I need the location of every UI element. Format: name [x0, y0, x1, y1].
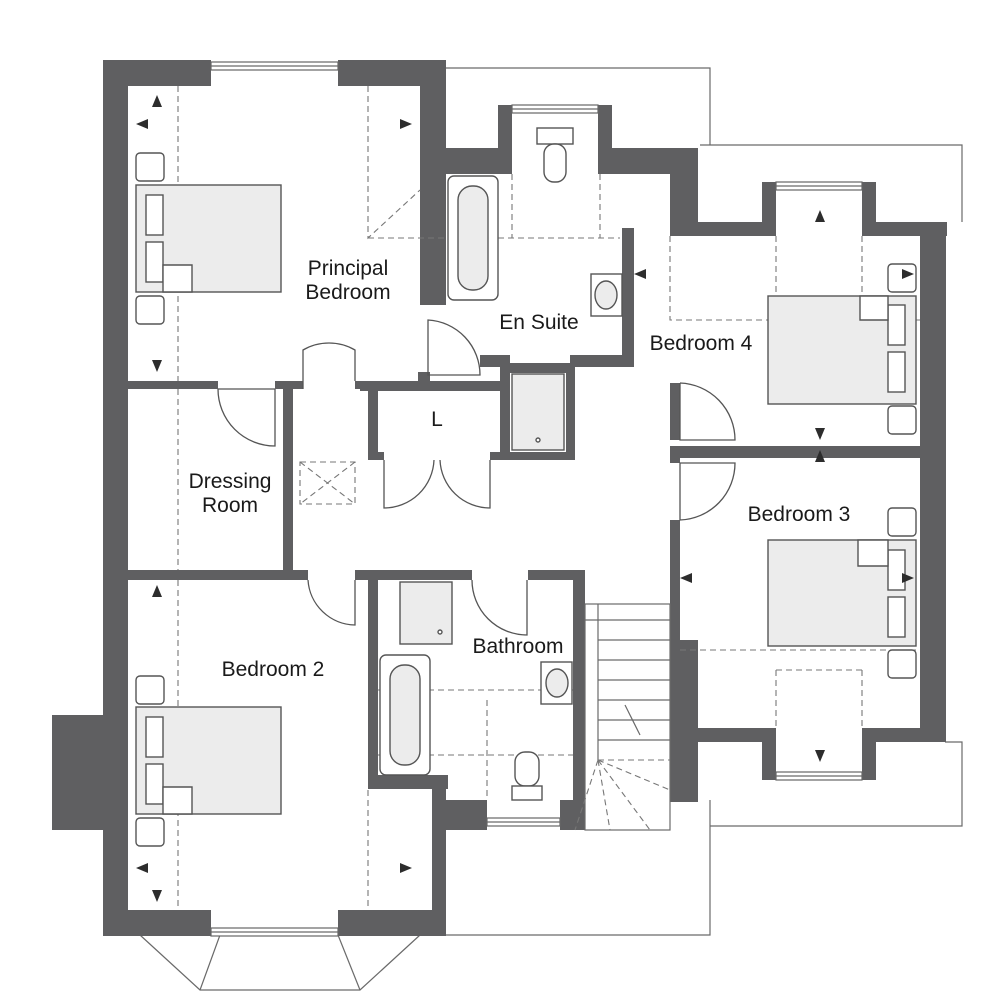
label-bedroom-4: Bedroom 4 [650, 332, 753, 355]
exterior-outlines [139, 67, 963, 991]
label-bathroom: Bathroom [472, 635, 563, 658]
label-bedroom-2: Bedroom 2 [222, 658, 325, 681]
label-principal-bedroom-line2: Bedroom [305, 281, 390, 304]
label-principal-bedroom-line1: Principal [308, 257, 389, 280]
dimension-arrows [136, 95, 914, 902]
label-bedroom-3: Bedroom 3 [748, 503, 851, 526]
doors [217, 319, 736, 636]
label-landing-cupboard: L [431, 408, 443, 431]
label-dressing-room-line1: Dressing [189, 470, 272, 493]
staircase [574, 603, 671, 831]
windows [210, 61, 863, 937]
label-en-suite: En Suite [499, 311, 578, 334]
beds [135, 152, 917, 847]
room-labels: Principal Bedroom En Suite Bedroom 4 L D… [189, 257, 851, 681]
sanitary-fixtures [379, 127, 623, 801]
label-dressing-room-line2: Room [202, 494, 258, 517]
walls [52, 60, 947, 936]
